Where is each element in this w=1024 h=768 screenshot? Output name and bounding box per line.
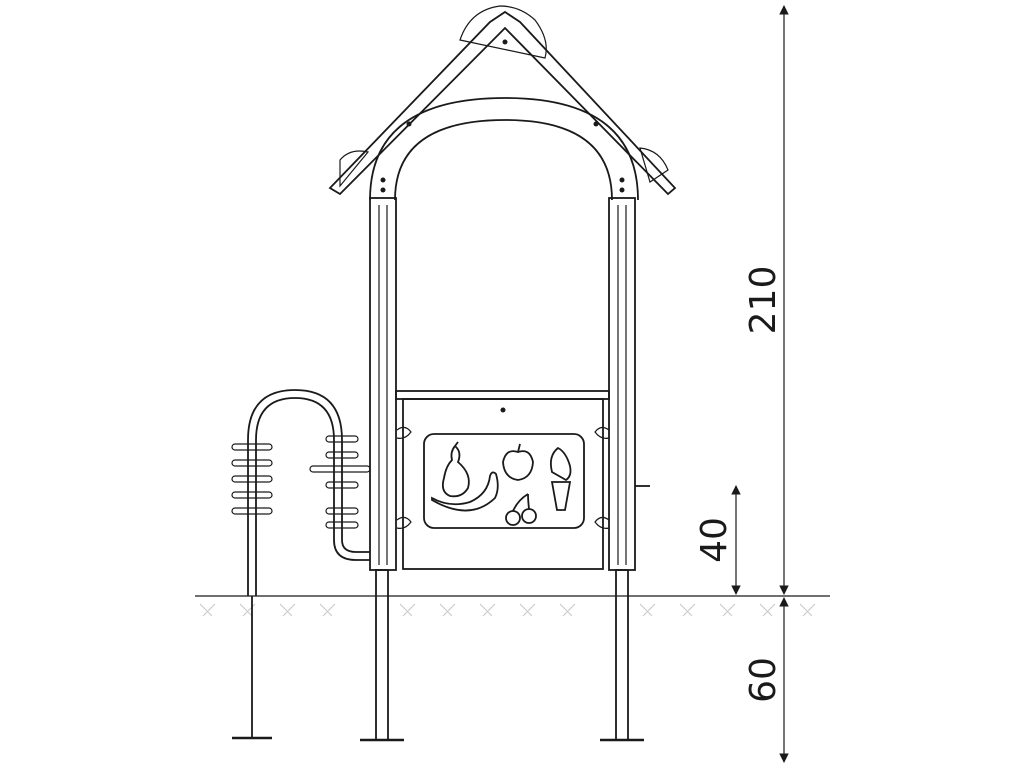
roof — [328, 5, 677, 196]
dimension-total-height-label: 210 — [743, 266, 784, 335]
ice-cream-icon — [549, 446, 572, 511]
arch — [369, 97, 639, 201]
dimension-underground-depth-label: 60 — [743, 657, 784, 703]
dimension-panel-height-label: 40 — [694, 517, 735, 563]
ground — [195, 595, 830, 617]
dimension-underground-depth: 60 — [743, 597, 789, 763]
pear-icon — [441, 441, 470, 498]
right-post — [600, 197, 644, 742]
climbing-rail — [231, 389, 650, 740]
counter-shelf — [395, 390, 610, 400]
banana-icon — [431, 471, 499, 512]
cherries-icon — [505, 493, 537, 526]
dimension-total-height: 210 — [743, 5, 789, 595]
front-panel — [396, 398, 610, 570]
dimension-panel-height: 40 — [694, 485, 741, 595]
left-post — [360, 197, 404, 742]
ground-hatching — [199, 603, 816, 617]
apple-icon — [502, 443, 534, 481]
